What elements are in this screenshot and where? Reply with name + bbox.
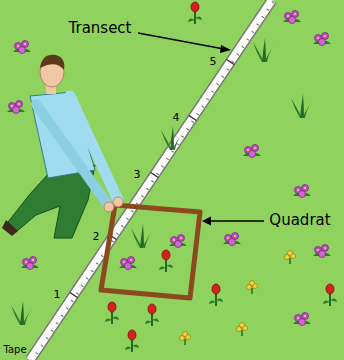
flower bbox=[13, 41, 31, 54]
tape-number: 2 bbox=[93, 231, 100, 243]
grass-tuft bbox=[131, 224, 152, 248]
quadrat-label: Quadrat bbox=[269, 212, 330, 229]
tape-number: 1 bbox=[54, 289, 61, 301]
flower bbox=[313, 33, 331, 46]
tape-number: 4 bbox=[173, 112, 180, 124]
kneeling-person bbox=[2, 55, 123, 238]
flower bbox=[293, 185, 311, 198]
flower bbox=[159, 250, 173, 272]
tape-number: 5 bbox=[210, 56, 217, 68]
transect-label: Transect bbox=[69, 20, 132, 37]
flower bbox=[21, 257, 39, 270]
tape-number: 3 bbox=[134, 169, 141, 181]
leader-arrows bbox=[138, 33, 264, 226]
tape-label: Tape bbox=[3, 344, 26, 355]
flower bbox=[180, 332, 191, 346]
flower bbox=[169, 235, 187, 248]
flower bbox=[293, 313, 311, 326]
flower bbox=[247, 281, 258, 295]
flower bbox=[223, 233, 241, 246]
grass-tuft bbox=[161, 126, 182, 150]
flower bbox=[243, 145, 261, 158]
flower bbox=[125, 330, 139, 352]
grass-tuft bbox=[291, 94, 312, 118]
flower bbox=[237, 323, 248, 337]
quadrat-frame bbox=[101, 205, 200, 298]
flower bbox=[323, 284, 337, 306]
grass-tuft bbox=[11, 301, 32, 325]
flower bbox=[119, 257, 137, 270]
flower bbox=[285, 251, 296, 265]
flower bbox=[145, 304, 159, 326]
flower bbox=[188, 2, 202, 24]
flower bbox=[313, 245, 331, 258]
flower bbox=[283, 11, 301, 24]
flower bbox=[209, 284, 223, 306]
plants bbox=[7, 2, 337, 352]
flower bbox=[7, 101, 25, 114]
flower bbox=[105, 302, 119, 324]
grass-tuft bbox=[253, 38, 274, 62]
